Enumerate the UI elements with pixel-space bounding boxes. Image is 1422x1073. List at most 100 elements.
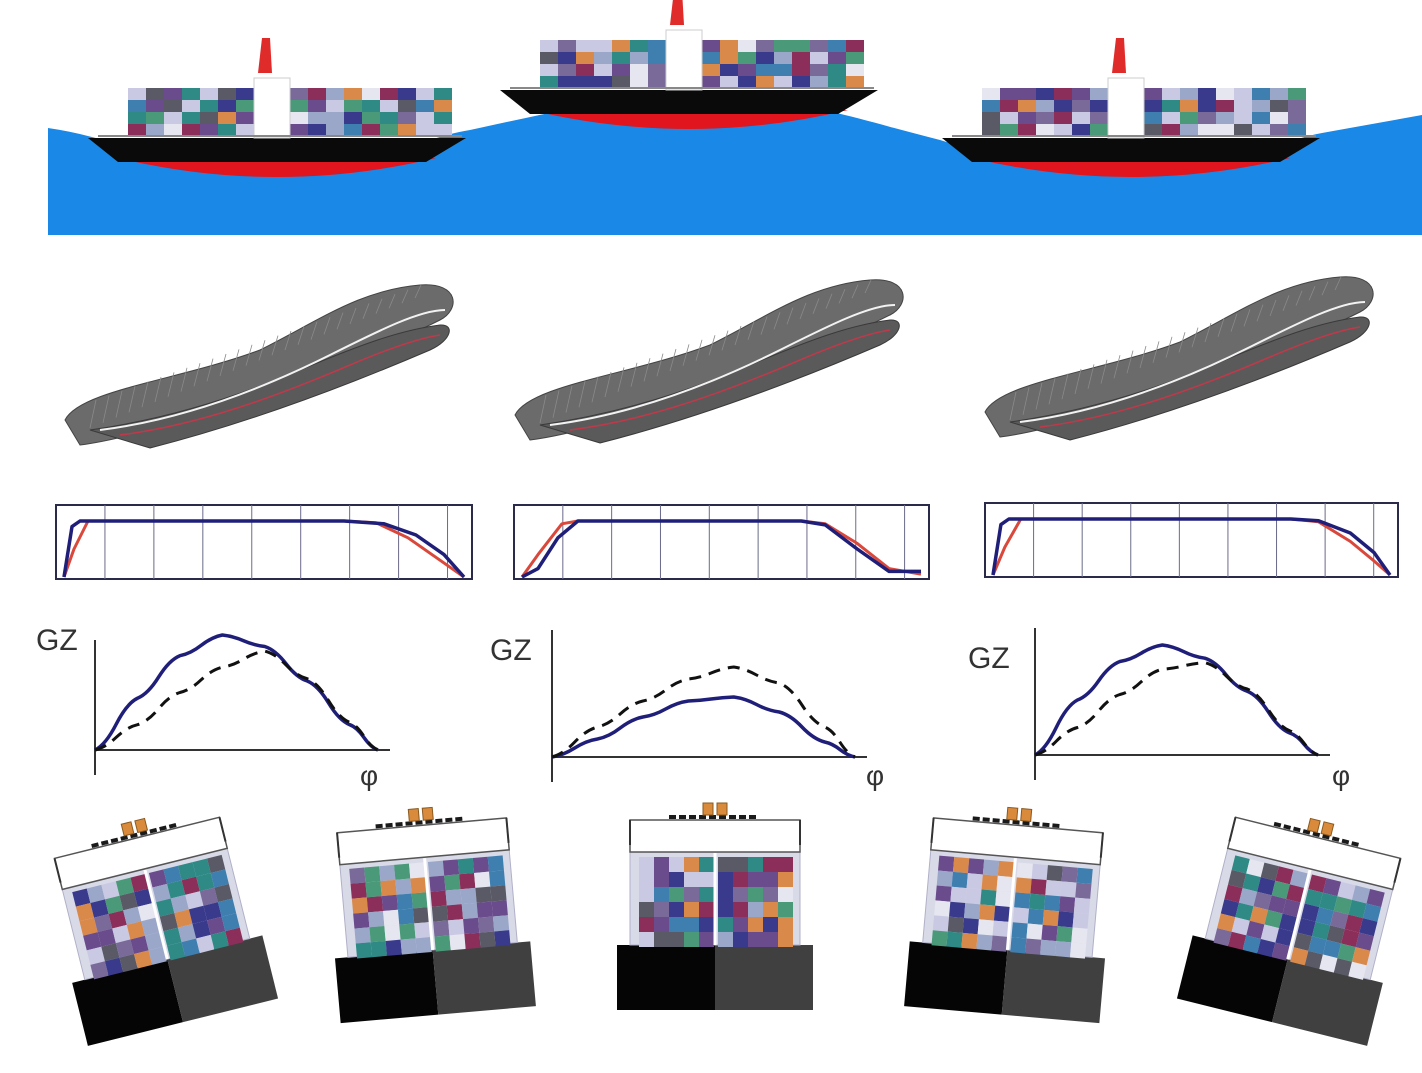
section-container (639, 857, 654, 872)
section-container (94, 913, 113, 933)
container-block (612, 52, 630, 64)
container-block (1162, 112, 1180, 124)
section-container (669, 887, 684, 902)
container-block (236, 124, 254, 136)
container-block (164, 100, 182, 112)
section-container (112, 924, 131, 944)
container-block (810, 52, 828, 64)
section-container (445, 889, 462, 906)
section-container (1286, 884, 1305, 903)
section-superstructure (629, 819, 801, 853)
section-curves-row (55, 502, 1399, 580)
hull-grid-line (401, 289, 409, 304)
container-block (362, 112, 380, 124)
container-block (1252, 112, 1270, 124)
section-container (946, 931, 963, 948)
section-container (699, 902, 714, 917)
container-block (128, 124, 146, 136)
container-block (164, 88, 182, 100)
section-container (210, 931, 229, 950)
heeled-sections-row (53, 802, 1402, 1046)
hatch-cover-dash (679, 815, 686, 819)
container-block (434, 88, 452, 100)
section-container (952, 856, 970, 874)
section-container (130, 935, 149, 954)
section-container (1045, 880, 1062, 897)
section-container (442, 859, 460, 876)
sea-wave (48, 95, 1422, 235)
section-container (474, 871, 491, 888)
hull-grid-line (565, 385, 573, 413)
section-container (1061, 866, 1078, 883)
section-container (1344, 914, 1363, 933)
section-container (192, 920, 211, 939)
section-container (177, 862, 197, 881)
hatch-cover-dash (1052, 823, 1060, 828)
section-container (444, 874, 461, 891)
hull-grid-line (167, 372, 175, 397)
container-block (1072, 124, 1090, 136)
deck-box (407, 808, 420, 822)
gz-curve-solid (1034, 643, 1319, 757)
section-container (217, 898, 237, 917)
hull-grid-line (154, 376, 162, 403)
section-hull-right (167, 935, 279, 1023)
container-block (218, 88, 236, 100)
container-block (1234, 100, 1252, 112)
container-block (128, 88, 146, 100)
hatch-cover-dash (729, 815, 736, 819)
container-block (1090, 88, 1108, 100)
container-block (828, 64, 846, 76)
hatch-cover-dash (1292, 826, 1301, 833)
hull-grid-line (258, 340, 266, 361)
container-block (558, 64, 576, 76)
container-block (738, 76, 756, 88)
gz-chart-3 (1034, 628, 1330, 780)
section-container (1030, 878, 1047, 895)
waterline-red (1039, 326, 1361, 428)
hatch-cover-dash (445, 817, 453, 823)
container-block (702, 76, 720, 88)
section-container (464, 932, 481, 950)
hull-grid-line (643, 358, 651, 382)
section-container (639, 902, 654, 917)
hull-surface-3 (984, 276, 1374, 441)
section-container (1046, 865, 1063, 882)
container-block (630, 76, 648, 88)
section-container (1304, 889, 1323, 908)
section-container (1027, 908, 1045, 925)
section-container (763, 872, 778, 887)
section-container (472, 856, 490, 873)
section-container (369, 926, 386, 943)
container-block (380, 124, 398, 136)
hull-lower-shape (1009, 316, 1370, 441)
hull-grid-line (721, 330, 729, 351)
container-block (146, 124, 164, 136)
hull-grid-line (786, 307, 794, 325)
section-container (1275, 928, 1294, 947)
container-block (1234, 112, 1252, 124)
section-container (97, 928, 116, 947)
section-container (410, 877, 427, 894)
section-post-left (336, 832, 341, 858)
hatch-cover-dash (415, 820, 423, 825)
container-block (1144, 88, 1162, 100)
gz-curve-dashed (551, 665, 856, 759)
container-block (1288, 124, 1306, 136)
hatch-cover-dash (375, 823, 383, 829)
section-container (101, 943, 120, 962)
section-container (1029, 893, 1046, 910)
section-container (1058, 896, 1076, 913)
section-container (86, 946, 105, 965)
section-container (163, 865, 182, 884)
container-block (434, 112, 452, 124)
hull-grid-line (219, 353, 227, 377)
container-block (1072, 88, 1090, 100)
section-container (460, 887, 477, 905)
container-block (416, 112, 434, 124)
container-block (1288, 100, 1306, 112)
container-block (326, 100, 344, 112)
container-block (1216, 88, 1234, 100)
hatch-cover-dash (1012, 819, 1020, 825)
section-container (1271, 942, 1290, 961)
